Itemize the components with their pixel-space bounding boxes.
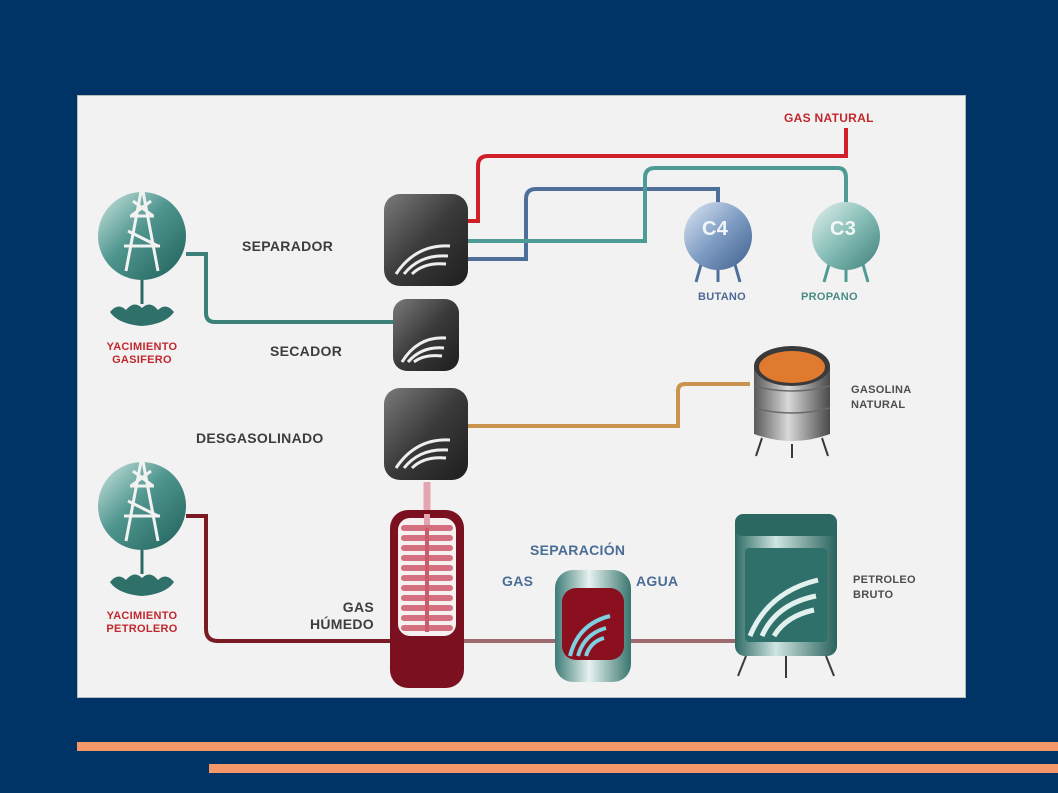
label-yacimiento-petrolero-line1: YACIMIENTO [106,610,178,622]
oil-field-pipe [186,514,390,643]
propane-tank [812,202,880,283]
label-propano: PROPANO [801,291,858,303]
separador-unit [384,194,468,286]
label-gasolina-line2: NATURAL [851,399,906,411]
label-butano: BUTANO [698,291,747,303]
label-separacion-gas: GAS [502,573,534,589]
label-yacimiento-gasifero-line1: YACIMIENTO [106,341,178,353]
label-yacimiento-gasifero-line2: GASIFERO [112,354,172,366]
secador-unit [393,299,459,371]
gasoline-pipe [466,382,750,428]
butane-tank [684,202,752,283]
label-gas-humedo-line2: HÚMEDO [309,616,374,632]
accent-stripe-bottom [209,764,1058,773]
gasoline-tank [753,346,831,458]
crude-oil-tank [735,514,837,678]
label-petroleo-line1: PETROLEO [853,574,916,586]
gas-field-pipe [186,252,393,324]
oil-field-icon [98,455,186,596]
butane-pipe [466,187,720,261]
label-petroleo-line2: BRUTO [853,589,894,601]
propane-pipe [466,166,848,243]
label-c3: C3 [830,218,857,240]
label-desgasolinado: DESGASOLINADO [196,430,324,446]
label-gas-natural: GAS NATURAL [784,111,874,125]
accent-stripe-top [77,742,1058,751]
label-separacion-agua: AGUA [636,573,679,589]
gas-natural-pipe [466,128,848,223]
wet-gas-column [390,510,464,688]
desgasolinado-unit [384,388,468,480]
label-secador: SECADOR [270,343,343,359]
label-separacion: SEPARACIÓN [530,542,626,558]
label-yacimiento-petrolero-line2: PETROLERO [106,623,178,635]
label-separador: SEPARADOR [242,238,334,254]
separation-unit [555,570,631,682]
diagram-panel: GAS NATURAL SEPARADOR SECADOR DESGASOLIN… [77,95,966,698]
gas-field-icon [98,185,186,326]
label-gasolina-line1: GASOLINA [851,384,912,396]
label-gas-humedo-line1: GAS [342,599,374,615]
process-diagram [98,128,880,688]
label-c4: C4 [702,218,729,240]
